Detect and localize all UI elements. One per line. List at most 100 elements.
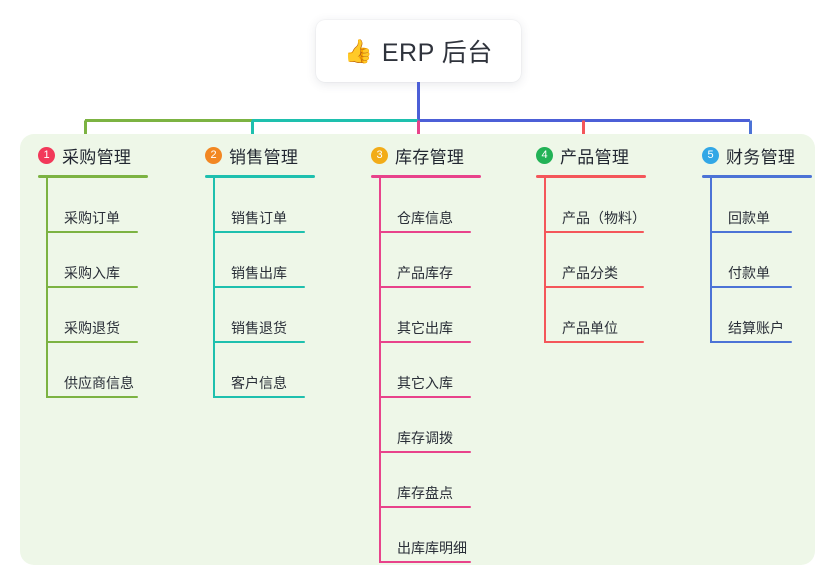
branch-item[interactable]: 采购订单 xyxy=(46,178,148,233)
branch-header-underline xyxy=(702,175,812,178)
branch-number-badge: 4 xyxy=(536,146,553,164)
branch-item[interactable]: 采购退货 xyxy=(46,288,148,343)
branch-item-label: 库存盘点 xyxy=(397,485,453,501)
root-node[interactable]: 👍 ERP 后台 xyxy=(316,20,521,82)
branch-item[interactable]: 结算账户 xyxy=(710,288,812,343)
branch-item-label: 产品单位 xyxy=(562,320,618,336)
branch-item-label: 付款单 xyxy=(728,265,770,281)
branch-item[interactable]: 库存盘点 xyxy=(379,453,481,508)
branch-item[interactable]: 采购入库 xyxy=(46,233,148,288)
branch-item-label: 产品（物料） xyxy=(562,210,646,226)
branch-item-underline xyxy=(379,286,471,288)
branch-item-label: 其它入库 xyxy=(397,375,453,391)
branch-title: 财务管理 xyxy=(726,147,796,167)
branch-item[interactable]: 销售出库 xyxy=(213,233,315,288)
branch-header-2[interactable]: 2 销售管理 xyxy=(205,142,315,168)
branch-item-underline xyxy=(46,286,138,288)
branch-header-1[interactable]: 1 采购管理 xyxy=(38,142,148,168)
branch-header-underline xyxy=(38,175,148,178)
branch-item-underline xyxy=(379,451,471,453)
branch-item-label: 产品分类 xyxy=(562,265,618,281)
branch-spine-line xyxy=(213,178,215,398)
branch-header-underline xyxy=(205,175,315,178)
branch-item-label: 产品库存 xyxy=(397,265,453,281)
branches-panel xyxy=(20,134,815,565)
branch-item-label: 销售出库 xyxy=(231,265,287,281)
branch-item[interactable]: 销售退货 xyxy=(213,288,315,343)
branch-column-5: 5 财务管理回款单付款单结算账户 xyxy=(702,142,812,343)
branch-number-badge: 5 xyxy=(702,146,719,164)
branch-item-label: 采购退货 xyxy=(64,320,120,336)
branch-item[interactable]: 产品分类 xyxy=(544,233,646,288)
branch-item-underline xyxy=(379,231,471,233)
branch-item-list: 产品（物料） 产品分类产品单位 xyxy=(536,178,646,343)
branch-header-underline xyxy=(371,175,481,178)
branch-item[interactable]: 回款单 xyxy=(710,178,812,233)
branch-item[interactable]: 付款单 xyxy=(710,233,812,288)
branch-item[interactable]: 库存调拨 xyxy=(379,398,481,453)
branch-item-label: 其它出库 xyxy=(397,320,453,336)
branch-item-label: 销售订单 xyxy=(231,210,287,226)
branch-item-underline xyxy=(213,341,305,343)
branch-spine-line xyxy=(544,178,546,343)
branch-title: 采购管理 xyxy=(62,147,132,167)
thumbs-up-icon: 👍 xyxy=(344,37,373,64)
branch-item[interactable]: 产品（物料） xyxy=(544,178,646,233)
branch-item[interactable]: 其它入库 xyxy=(379,343,481,398)
branch-item-underline xyxy=(213,396,305,398)
branch-column-4: 4 产品管理产品（物料） 产品分类产品单位 xyxy=(536,142,646,343)
branch-item-label: 库存调拨 xyxy=(397,430,453,446)
branch-header-4[interactable]: 4 产品管理 xyxy=(536,142,646,168)
branch-column-1: 1 采购管理采购订单采购入库采购退货供应商信息 xyxy=(38,142,148,398)
branch-item-underline xyxy=(379,561,471,563)
branch-item[interactable]: 供应商信息 xyxy=(46,343,148,398)
branch-item[interactable]: 产品库存 xyxy=(379,233,481,288)
branch-item-underline xyxy=(544,286,644,288)
branch-title: 库存管理 xyxy=(395,147,465,167)
branch-item-label: 仓库信息 xyxy=(397,210,453,226)
branch-item-underline xyxy=(46,396,138,398)
branch-item-list: 仓库信息产品库存其它出库其它入库库存调拨库存盘点出库库明细 xyxy=(371,178,481,563)
branch-item[interactable]: 出库库明细 xyxy=(379,508,481,563)
root-node-label: ERP 后台 xyxy=(381,39,493,67)
branch-number-badge: 1 xyxy=(38,146,55,164)
branch-item-label: 采购入库 xyxy=(64,265,120,281)
branch-item-underline xyxy=(544,341,644,343)
branch-number-badge: 2 xyxy=(205,146,222,164)
branch-item-label: 结算账户 xyxy=(728,320,784,336)
branch-item-underline xyxy=(213,286,305,288)
branch-item-underline xyxy=(710,231,792,233)
branch-item-label: 回款单 xyxy=(728,210,770,226)
branch-item-list: 回款单付款单结算账户 xyxy=(702,178,812,343)
branch-item-label: 供应商信息 xyxy=(64,375,134,391)
branch-header-5[interactable]: 5 财务管理 xyxy=(702,142,812,168)
branch-item[interactable]: 产品单位 xyxy=(544,288,646,343)
branch-column-2: 2 销售管理销售订单销售出库销售退货客户信息 xyxy=(205,142,315,398)
branch-item[interactable]: 客户信息 xyxy=(213,343,315,398)
branch-title: 销售管理 xyxy=(229,147,299,167)
branch-spine-line xyxy=(46,178,48,398)
branch-item-underline xyxy=(379,396,471,398)
branch-item-underline xyxy=(379,341,471,343)
branch-item-label: 销售退货 xyxy=(231,320,287,336)
branch-item-underline xyxy=(46,231,138,233)
branch-item-label: 客户信息 xyxy=(231,375,287,391)
branch-item-underline xyxy=(710,341,792,343)
branch-item-underline xyxy=(544,231,644,233)
branch-header-underline xyxy=(536,175,646,178)
branch-item-label: 采购订单 xyxy=(64,210,120,226)
branch-item-underline xyxy=(46,341,138,343)
branch-item[interactable]: 仓库信息 xyxy=(379,178,481,233)
branch-item-list: 销售订单销售出库销售退货客户信息 xyxy=(205,178,315,398)
branch-title: 产品管理 xyxy=(560,147,630,167)
branch-item-underline xyxy=(710,286,792,288)
branch-spine-line xyxy=(710,178,712,343)
branch-item[interactable]: 销售订单 xyxy=(213,178,315,233)
branch-item[interactable]: 其它出库 xyxy=(379,288,481,343)
branch-item-list: 采购订单采购入库采购退货供应商信息 xyxy=(38,178,148,398)
branch-spine-line xyxy=(379,178,381,563)
branch-item-label: 出库库明细 xyxy=(397,540,467,556)
